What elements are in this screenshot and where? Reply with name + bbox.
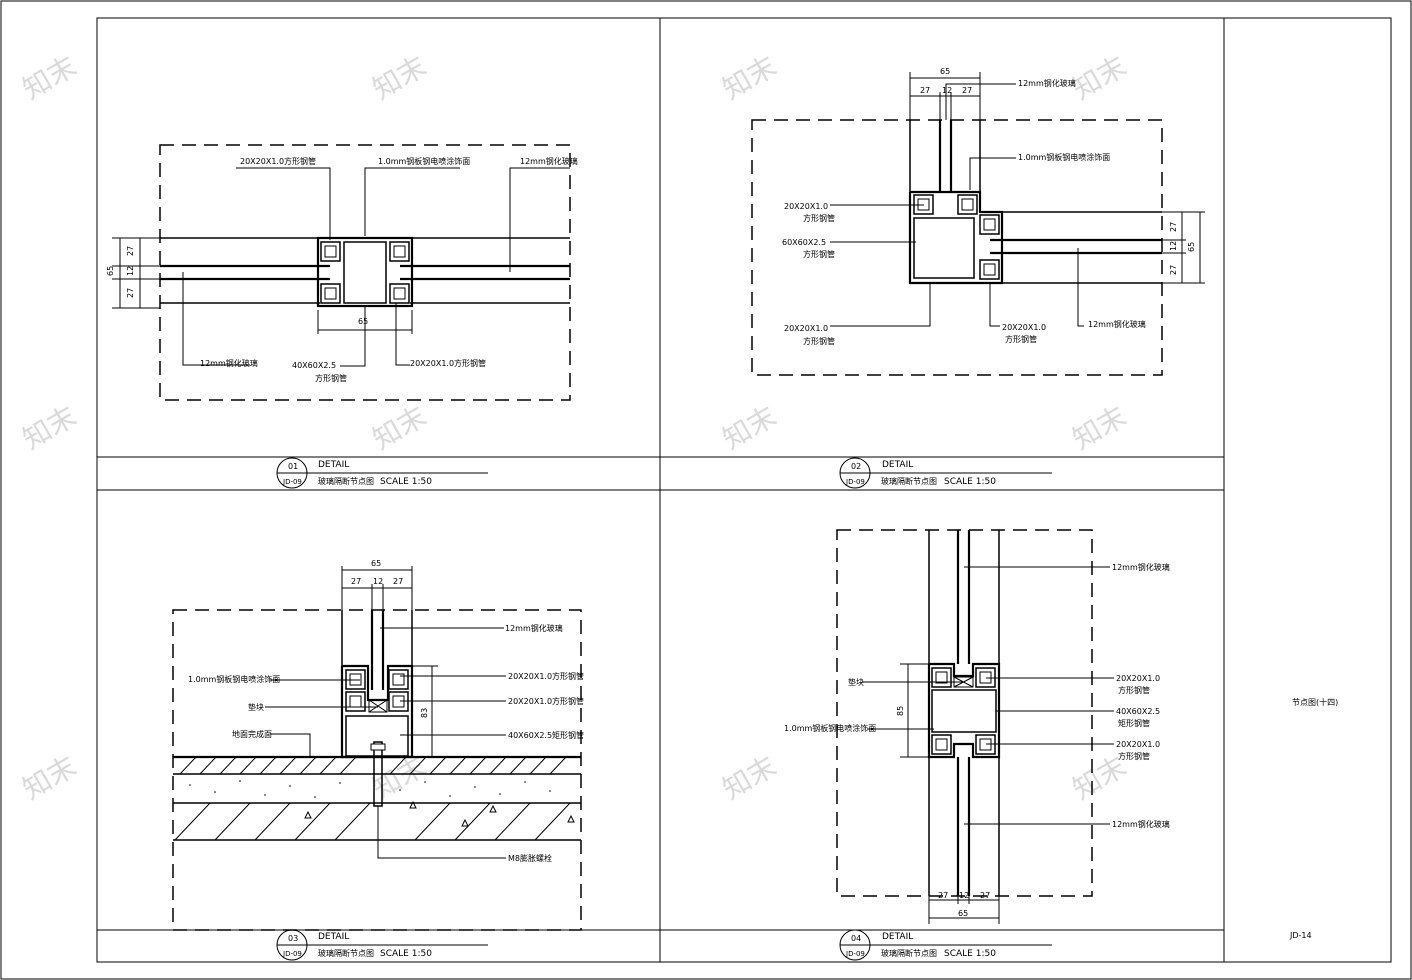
svg-text:12mm钢化玻璃: 12mm钢化玻璃	[1112, 819, 1170, 829]
svg-text:12: 12	[373, 577, 383, 586]
svg-text:27: 27	[1169, 265, 1178, 275]
svg-text:12: 12	[959, 891, 969, 900]
detail-03: 65 27 12 27 83 12mm钢化玻璃 1.0mm钢板钢电喷涂饰面 垫块…	[172, 559, 584, 931]
svg-text:20X20X1.0: 20X20X1.0	[1116, 740, 1160, 749]
svg-text:03: 03	[288, 934, 298, 943]
svg-text:12: 12	[942, 86, 952, 95]
svg-text:20X20X1.0方形钢管: 20X20X1.0方形钢管	[240, 156, 316, 166]
svg-text:20X20X1.0方形钢管: 20X20X1.0方形钢管	[410, 358, 486, 368]
detail-02: 65 27 12 27 27 12 27 65 12mm钢化玻璃 1.0mm钢板…	[751, 67, 1205, 376]
main-tube-01	[343, 241, 387, 304]
svg-text:12mm钢化玻璃: 12mm钢化玻璃	[200, 358, 258, 368]
svg-text:方形钢管: 方形钢管	[803, 249, 835, 259]
svg-text:DETAIL: DETAIL	[882, 460, 913, 470]
main-tube-02	[913, 217, 975, 279]
svg-text:SCALE 1:50: SCALE 1:50	[380, 949, 432, 959]
svg-text:85: 85	[896, 706, 905, 716]
svg-text:方形钢管: 方形钢管	[1005, 334, 1037, 344]
svg-text:方形钢管: 方形钢管	[803, 213, 835, 223]
svg-text:垫块: 垫块	[848, 677, 864, 687]
detail-04-boundary	[836, 529, 1093, 897]
svg-text:65: 65	[1187, 242, 1196, 252]
svg-text:20X20X1.0: 20X20X1.0	[784, 324, 828, 333]
svg-text:JD-09: JD-09	[845, 950, 865, 958]
svg-text:65: 65	[106, 266, 115, 276]
title-block-04: 04 JD-09 DETAIL 玻璃隔断节点图 SCALE 1:50	[839, 929, 1052, 961]
detail-01-boundary	[159, 144, 571, 401]
svg-text:20X20X1.0: 20X20X1.0	[784, 202, 828, 211]
svg-text:DETAIL: DETAIL	[882, 932, 913, 942]
svg-text:12mm钢化玻璃: 12mm钢化玻璃	[1088, 319, 1146, 329]
sheet-side-title: 节点图(十四)	[1292, 697, 1338, 707]
svg-text:地面完成面: 地面完成面	[232, 729, 272, 739]
sheet-number: JD-14	[1289, 931, 1312, 940]
title-block-01: 01 JD-09 DETAIL 玻璃隔断节点图 SCALE 1:50	[276, 457, 488, 489]
title-block-03: 03 JD-09 DETAIL 玻璃隔断节点图 SCALE 1:50	[276, 929, 488, 961]
svg-text:27: 27	[938, 891, 948, 900]
svg-text:12: 12	[126, 266, 135, 276]
svg-text:SCALE 1:50: SCALE 1:50	[944, 949, 996, 959]
svg-text:40X60X2.5: 40X60X2.5	[1116, 707, 1160, 716]
detail-03-boundary	[172, 609, 582, 931]
svg-text:方形钢管: 方形钢管	[803, 336, 835, 346]
svg-text:12: 12	[1169, 241, 1178, 251]
svg-text:M8膨胀螺栓: M8膨胀螺栓	[508, 853, 552, 863]
svg-text:40X60X2.5矩形钢管: 40X60X2.5矩形钢管	[508, 730, 584, 740]
svg-text:27: 27	[1169, 222, 1178, 232]
svg-text:65: 65	[371, 559, 381, 568]
detail-02-boundary	[751, 119, 1163, 376]
svg-text:60X60X2.5: 60X60X2.5	[782, 238, 826, 247]
svg-text:1.0mm钢板钢电喷涂饰面: 1.0mm钢板钢电喷涂饰面	[1018, 152, 1110, 162]
svg-text:20X20X1.0: 20X20X1.0	[1002, 323, 1046, 332]
svg-text:04: 04	[851, 934, 861, 943]
svg-text:玻璃隔断节点图: 玻璃隔断节点图	[881, 476, 937, 486]
svg-text:27: 27	[962, 86, 972, 95]
svg-text:27: 27	[126, 288, 135, 298]
svg-text:JD-09: JD-09	[845, 478, 865, 486]
svg-text:JD-09: JD-09	[282, 950, 302, 958]
svg-text:SCALE 1:50: SCALE 1:50	[380, 477, 432, 487]
svg-text:DETAIL: DETAIL	[318, 932, 349, 942]
svg-text:方形钢管: 方形钢管	[1118, 685, 1150, 695]
svg-text:玻璃隔断节点图: 玻璃隔断节点图	[318, 476, 374, 486]
svg-text:玻璃隔断节点图: 玻璃隔断节点图	[881, 948, 937, 958]
svg-text:40X60X2.5: 40X60X2.5	[292, 361, 336, 370]
title-block-02: 02 JD-09 DETAIL 玻璃隔断节点图 SCALE 1:50	[839, 457, 1052, 489]
svg-text:65: 65	[958, 909, 968, 918]
svg-text:JD-09: JD-09	[282, 478, 302, 486]
svg-text:02: 02	[851, 462, 861, 471]
svg-text:83: 83	[420, 708, 429, 718]
svg-text:12mm钢化玻璃: 12mm钢化玻璃	[1112, 562, 1170, 572]
svg-text:65: 65	[358, 317, 368, 326]
svg-text:1.0mm钢板钢电喷涂饰面: 1.0mm钢板钢电喷涂饰面	[188, 674, 280, 684]
svg-text:矩形钢管: 矩形钢管	[1118, 718, 1150, 728]
svg-text:27: 27	[126, 246, 135, 256]
svg-text:01: 01	[288, 462, 298, 471]
svg-text:方形钢管: 方形钢管	[1118, 751, 1150, 761]
svg-text:27: 27	[920, 86, 930, 95]
svg-text:垫块: 垫块	[248, 702, 264, 712]
svg-text:20X20X1.0: 20X20X1.0	[1116, 674, 1160, 683]
svg-text:27: 27	[980, 891, 990, 900]
svg-text:20X20X1.0方形钢管: 20X20X1.0方形钢管	[508, 696, 584, 706]
svg-text:SCALE 1:50: SCALE 1:50	[944, 477, 996, 487]
detail-01: 65 27 12 27 65 20X20X1.0方形钢管 1.0mm钢板钢电喷涂…	[106, 144, 578, 401]
svg-text:DETAIL: DETAIL	[318, 460, 349, 470]
svg-text:1.0mm钢板钢电喷涂饰面: 1.0mm钢板钢电喷涂饰面	[378, 156, 470, 166]
svg-text:27: 27	[393, 577, 403, 586]
svg-text:方形钢管: 方形钢管	[315, 373, 347, 383]
svg-text:玻璃隔断节点图: 玻璃隔断节点图	[318, 948, 374, 958]
svg-text:12mm钢化玻璃: 12mm钢化玻璃	[520, 156, 578, 166]
floor-hatch	[174, 756, 575, 841]
svg-text:27: 27	[351, 577, 361, 586]
detail-04: 85 27 12 27 65 12mm钢化玻璃 垫块 1.0mm钢板钢电喷涂饰面…	[784, 529, 1170, 924]
svg-text:65: 65	[940, 67, 950, 76]
svg-text:1.0mm钢板钢电喷涂饰面: 1.0mm钢板钢电喷涂饰面	[784, 723, 876, 733]
svg-text:12mm钢化玻璃: 12mm钢化玻璃	[1018, 78, 1076, 88]
svg-text:12mm钢化玻璃: 12mm钢化玻璃	[505, 623, 563, 633]
svg-text:20X20X1.0方形钢管: 20X20X1.0方形钢管	[508, 671, 584, 681]
